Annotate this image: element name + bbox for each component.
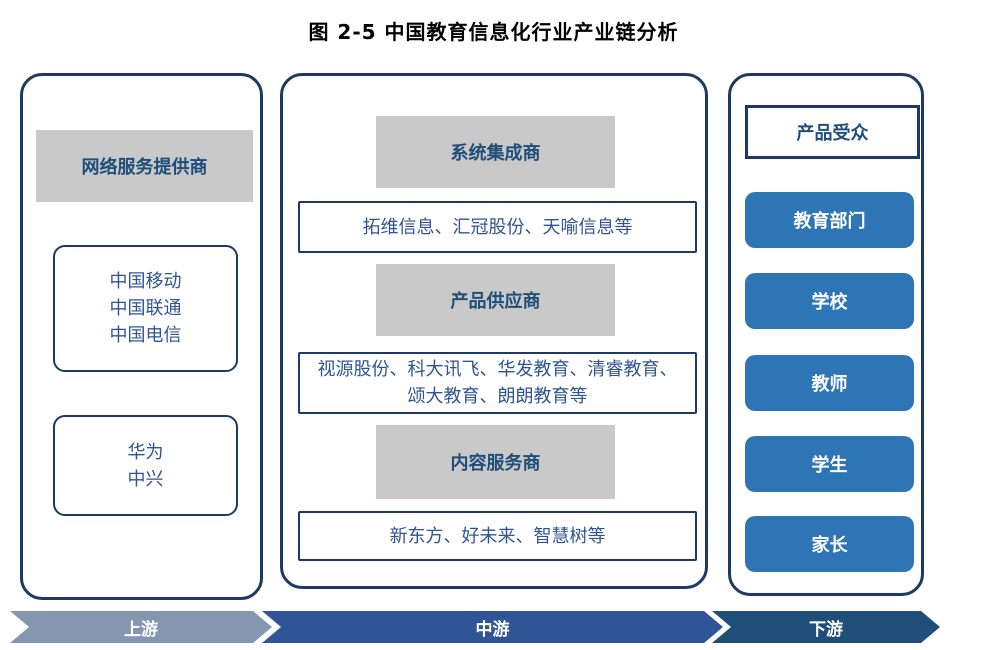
audience-label: 家长 [811,535,848,556]
stage-arrow-downstream: 下游 [712,611,940,643]
diagram-title: 图 2-5 中国教育信息化行业产业链分析 [308,20,679,44]
audience-item-education-dept: 教育部门 [745,192,914,248]
telecom-providers-box: 中国移动 中国联通 中国电信 [53,245,238,372]
audience-item-school: 学校 [745,273,914,329]
system-integrators-companies-box: 拓维信息、汇冠股份、天喻信息等 [298,201,697,253]
provider-name: 中国联通 [109,298,182,319]
provider-name: 中国移动 [109,271,182,292]
provider-name: 中国电信 [109,325,182,346]
audience-header-box: 产品受众 [745,105,920,159]
audience-label: 学生 [811,455,848,476]
stage-arrow-midstream: 中游 [262,611,723,643]
audience-header-label: 产品受众 [796,123,869,144]
upstream-header-box: 网络服务提供商 [36,130,253,202]
stage-label: 中游 [475,619,510,640]
upstream-header-label: 网络服务提供商 [81,157,208,178]
audience-item-teacher: 教师 [745,355,914,411]
system-integrators-header-box: 系统集成商 [376,116,615,188]
audience-item-student: 学生 [745,436,914,492]
companies-line: 视源股份、科大讯飞、华发教育、清睿教育、 [317,359,678,380]
stage-label: 下游 [809,619,843,640]
companies-line: 新东方、好未来、智慧树等 [389,525,606,547]
downstream-panel: 产品受众 教育部门 学校 教师 学生 家长 [728,73,924,596]
product-suppliers-companies-box: 视源股份、科大讯飞、华发教育、清睿教育、 颂大教育、朗朗教育等 [298,352,697,414]
upstream-panel: 网络服务提供商 中国移动 中国联通 中国电信 华为 中兴 [20,73,263,600]
provider-name: 华为 [127,441,164,463]
companies-line: 拓维信息、汇冠股份、天喻信息等 [362,216,633,238]
section-header-label: 系统集成商 [450,143,541,164]
audience-label: 教育部门 [793,211,866,232]
audience-label: 学校 [811,292,848,313]
content-providers-header-box: 内容服务商 [376,425,615,499]
equipment-vendors-box: 华为 中兴 [53,415,238,516]
midstream-panel: 系统集成商 拓维信息、汇冠股份、天喻信息等 产品供应商 视源股份、科大讯飞、华发… [280,73,708,589]
provider-name: 中兴 [127,468,164,490]
product-suppliers-header-box: 产品供应商 [376,264,615,336]
section-header-label: 产品供应商 [450,291,541,312]
stage-label: 上游 [124,619,158,640]
section-header-label: 内容服务商 [450,453,541,474]
audience-label: 教师 [811,374,848,395]
stage-arrow-upstream: 上游 [10,611,272,643]
audience-item-parent: 家长 [745,516,914,572]
companies-line: 颂大教育、朗朗教育等 [407,386,588,407]
content-providers-companies-box: 新东方、好未来、智慧树等 [298,511,697,561]
